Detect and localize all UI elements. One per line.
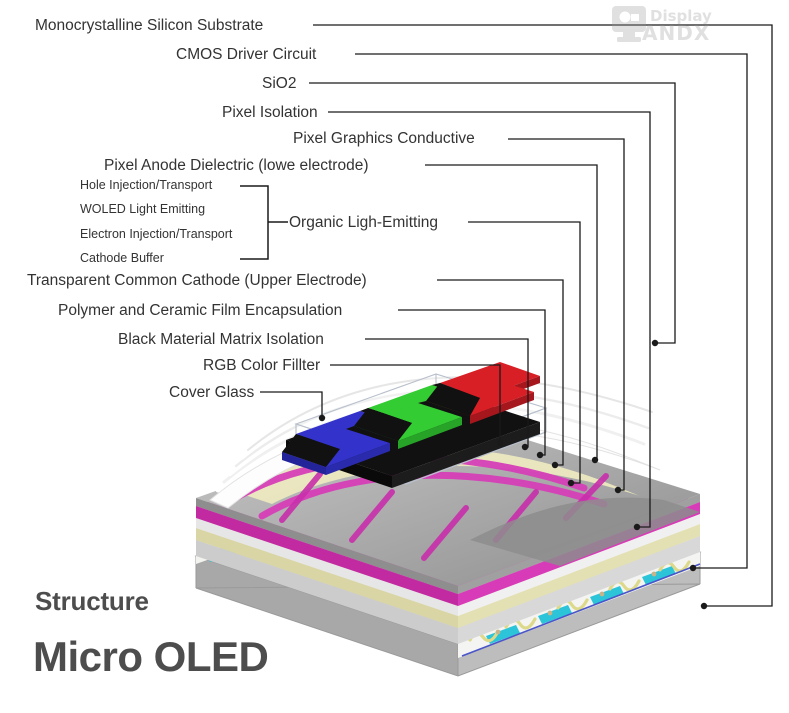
- callout-label-organic-light-emitting: Organic Ligh-Emitting: [289, 214, 439, 231]
- layer-cmos-driver-circuit: [458, 548, 701, 658]
- leader-endpoint-organic-light-emitting: [567, 479, 575, 487]
- leader-line-organic-light-emitting: [468, 221, 581, 484]
- callout-label-sio2: SiO2: [262, 75, 297, 92]
- callout-label-pixel-isolation: Pixel Isolation: [222, 104, 318, 121]
- rgb-subpixel-array: [282, 362, 540, 488]
- leader-endpoint-monocrystalline-silicon-substrate: [700, 602, 708, 610]
- callout-label-black-material-matrix-isolation: Black Material Matrix Isolation: [118, 331, 324, 348]
- leader-endpoint-pixel-isolation: [633, 523, 641, 531]
- callout-label-monocrystalline-silicon-substrate: Monocrystalline Silicon Substrate: [35, 17, 264, 34]
- leader-endpoint-transparent-common-cathode: [551, 461, 559, 469]
- leader-endpoint-sio2: [651, 339, 659, 347]
- callout-label-pixel-graphics-conductive: Pixel Graphics Conductive: [293, 130, 475, 147]
- leader-endpoint-rgb-color-filter: [496, 439, 504, 447]
- sublayer-label-electron-injection-transport: Electron Injection/Transport: [80, 227, 233, 241]
- leader-line-cmos-driver-circuit: [355, 53, 748, 569]
- leader-endpoint-pixel-graphics-conductive: [614, 486, 622, 494]
- subtitle-structure: Structure: [35, 586, 149, 616]
- sublayer-group-bracket: [240, 185, 288, 260]
- leader-endpoint-black-material-matrix-isolation: [521, 443, 529, 451]
- leader-line-rgb-color-filter: [330, 364, 501, 443]
- leader-endpoint-polymer-ceramic-film-encapsulation: [536, 451, 544, 459]
- page-title: Micro OLED: [33, 633, 269, 680]
- callout-label-cmos-driver-circuit: CMOS Driver Circuit: [176, 46, 317, 63]
- callout-label-rgb-color-filter: RGB Color Fillter: [203, 357, 321, 374]
- callout-label-transparent-common-cathode: Transparent Common Cathode (Upper Electr…: [27, 272, 367, 289]
- leader-line-sio2: [309, 82, 676, 344]
- leader-line-pixel-isolation: [328, 111, 651, 528]
- sublayer-label-woled-light-emitting: WOLED Light Emitting: [80, 202, 206, 216]
- leader-endpoint-pixel-anode-dielectric: [591, 456, 599, 464]
- sublayer-label-cathode-buffer: Cathode Buffer: [80, 251, 164, 265]
- callout-label-cover-glass: Cover Glass: [169, 384, 255, 401]
- leader-line-monocrystalline-silicon-substrate: [313, 24, 773, 607]
- leader-line-transparent-common-cathode: [437, 279, 564, 466]
- leader-endpoint-cmos-driver-circuit: [689, 564, 697, 572]
- leader-line-cover-glass: [260, 391, 323, 418]
- callout-label-pixel-anode-dielectric: Pixel Anode Dielectric (lowe electrode): [104, 157, 369, 174]
- callout-label-polymer-ceramic-film-encapsulation: Polymer and Ceramic Film Encapsulation: [58, 302, 343, 319]
- sublayer-label-hole-injection-transport: Hole Injection/Transport: [80, 178, 213, 192]
- leader-endpoint-cover-glass: [318, 414, 326, 422]
